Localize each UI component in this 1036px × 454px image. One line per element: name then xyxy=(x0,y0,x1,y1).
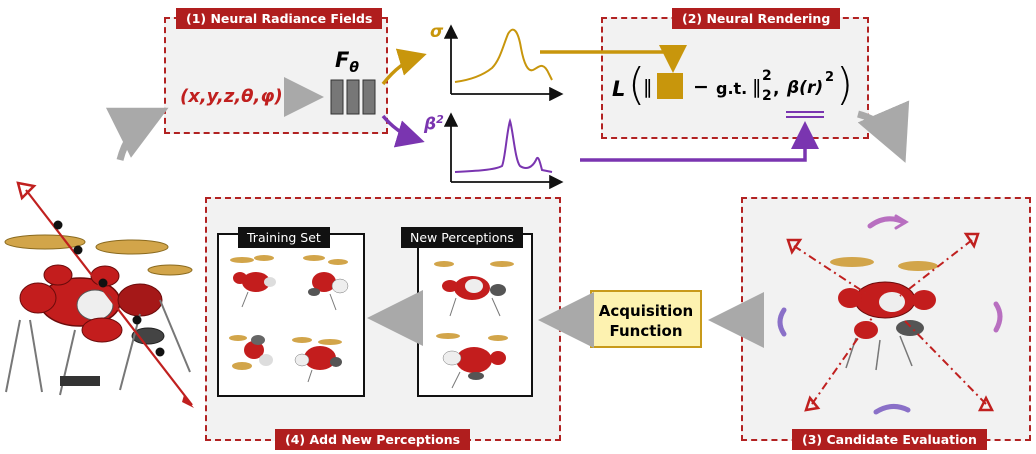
sigma-to-loss-arrow xyxy=(540,45,687,73)
loss-norm-sub: 2 xyxy=(762,88,772,104)
sigma-label: σ xyxy=(430,22,444,42)
training-set-thumbnails xyxy=(229,255,349,383)
camera-to-nerf-arrow xyxy=(105,107,169,161)
candidate-cameras xyxy=(786,232,995,412)
acquisition-line-2: Function xyxy=(609,322,683,340)
loss-beta-sup: 2 xyxy=(825,70,835,85)
rendering-panel-title: (2) Neural Rendering xyxy=(672,8,841,29)
candidate-drum-kit xyxy=(830,257,938,371)
drum-kit-illustration xyxy=(4,234,193,396)
to-sigma-arrow xyxy=(381,48,427,86)
render-to-candidate-arrow xyxy=(856,100,910,163)
beta-to-loss-arrow xyxy=(580,121,819,162)
loss-L: L xyxy=(612,77,626,101)
candidate-panel-title: (3) Candidate Evaluation xyxy=(792,429,987,450)
network-icon xyxy=(330,79,376,115)
acquisition-function-box: Acquisition Function xyxy=(590,290,702,348)
loss-norm-close: ‖ xyxy=(752,76,762,98)
beta-label-sup: 2 xyxy=(436,113,444,126)
loss-comma: , xyxy=(773,79,780,99)
network-label-theta: θ xyxy=(349,60,359,77)
network-label-f: F xyxy=(335,48,350,72)
camera-icon xyxy=(16,181,37,201)
loss-gt: g.t. xyxy=(716,79,748,98)
beta-label: β2 xyxy=(424,113,444,135)
acquisition-line-1: Acquisition xyxy=(598,302,694,320)
new-perceptions-thumbnails xyxy=(434,261,514,389)
new-perceptions-label: New Perceptions xyxy=(401,227,523,248)
beta-plot xyxy=(443,112,564,190)
loss-norm-sup: 2 xyxy=(762,68,772,84)
nerf-input: (x,y,z,θ,φ) xyxy=(180,86,283,107)
network-label: Fθ xyxy=(335,48,359,76)
training-set-label: Training Set xyxy=(238,227,330,248)
rendering-panel xyxy=(601,17,869,139)
rendered-color-square xyxy=(657,73,683,99)
camera-ray xyxy=(16,181,194,408)
nerf-panel-title: (1) Neural Radiance Fields xyxy=(176,8,383,29)
loss-beta: β(r) xyxy=(787,78,824,98)
loss-minus: − xyxy=(693,76,709,98)
loss-norm-open: ‖ xyxy=(643,76,653,98)
beta-label-symbol: β xyxy=(424,114,437,135)
sigma-plot xyxy=(443,24,564,102)
loss-close-paren: ) xyxy=(836,59,854,110)
to-beta-arrow xyxy=(381,114,425,148)
add-perceptions-panel-title: (4) Add New Perceptions xyxy=(275,429,471,450)
rotation-arrows xyxy=(777,214,1003,415)
loss-open-paren: ( xyxy=(628,59,646,110)
